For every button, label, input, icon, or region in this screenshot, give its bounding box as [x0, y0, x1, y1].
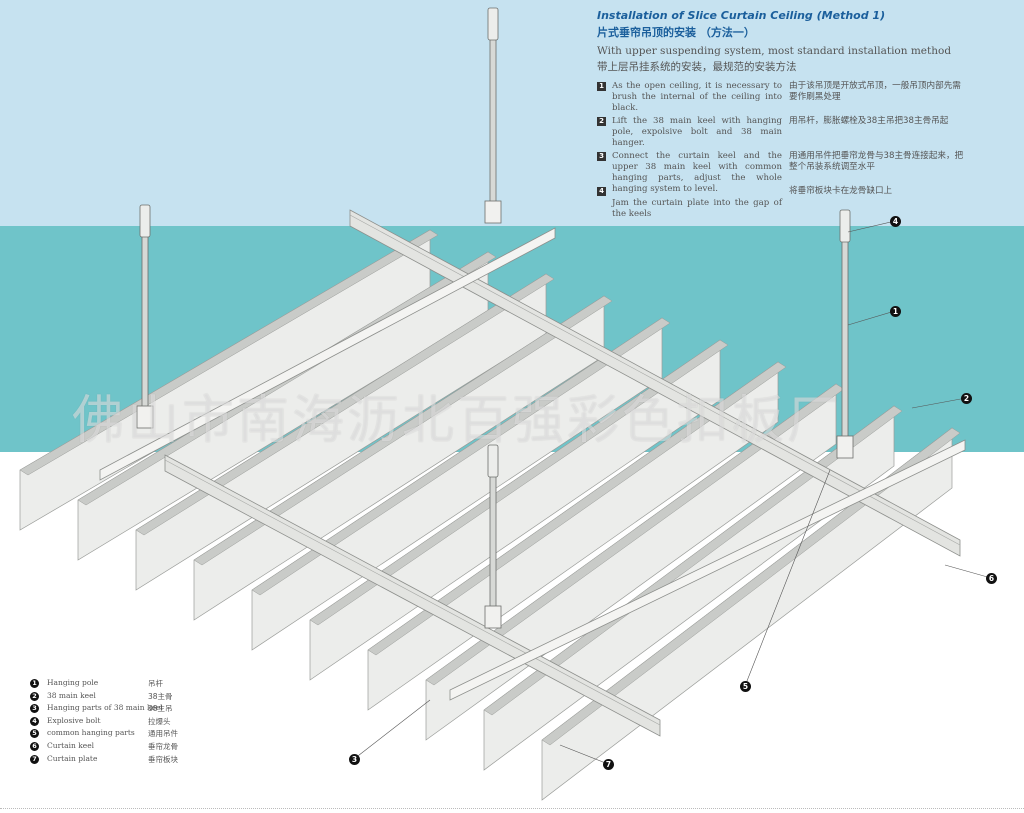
legend-label-chinese: 通用吊件 [148, 729, 178, 739]
step-number: 4 [597, 187, 606, 196]
legend-label-english: Hanging pole [47, 678, 99, 687]
hanging-pole [489, 474, 497, 611]
legend-number: 1 [30, 679, 39, 688]
step-text-english: Jam the curtain plate into the gap of th… [612, 198, 782, 219]
legend-label-english: Hanging parts of 38 main keel [47, 703, 163, 713]
legend-item: 7 Curtain plate 垂帘板块 [30, 753, 200, 766]
explosive-bolt [487, 444, 499, 478]
callout-leader [911, 397, 967, 409]
curtain-plate-edge [193, 295, 613, 566]
hanging-poles [136, 7, 854, 629]
step-text-chinese: 由于该吊顶是开放式吊顶，一般吊顶内部先需要作刷黑处理 [789, 81, 961, 102]
title-english: Installation of Slice Curtain Ceiling (M… [597, 9, 886, 22]
curtain-plate-edge [483, 405, 903, 716]
curtain-plate-edge [541, 427, 961, 746]
legend-number: 4 [30, 716, 39, 726]
keels [99, 209, 966, 737]
callout-hanging-pole: 1 [890, 306, 901, 317]
legend-label-english: common hanging parts [47, 728, 135, 738]
legend-number: 7 [30, 754, 39, 764]
step-number: 2 [597, 117, 606, 126]
main-keel-hanger [484, 605, 502, 629]
parts-legend: 1 Hanging pole 吊杆 2 38 main keel 38主骨 3 Hangi… [30, 677, 200, 765]
callout-leader [847, 310, 896, 326]
callout-explosive-bolt: 4 [890, 216, 901, 227]
legend-item: 2 38 main keel 38主骨 [30, 690, 200, 703]
step-1: 1 As the open ceiling, it is necessary t… [597, 81, 972, 113]
hanging-pole [489, 37, 497, 206]
subtitle-english: With upper suspending system, most stand… [597, 45, 952, 57]
step-text-english: Lift the 38 main keel with hanging pole,… [612, 116, 782, 148]
step-text-chinese: 用通用吊件把垂帘龙骨与38主骨连接起来，把整个吊装系统调至水平 [789, 151, 964, 172]
callout-leader [559, 744, 609, 765]
legend-label-english: Curtain plate [47, 753, 98, 763]
step-3: 3 Connect the curtain keel and the upper… [597, 151, 972, 194]
legend-number: 5 [30, 729, 39, 739]
legend-label-chinese: 拉爆头 [148, 716, 171, 726]
legend-label-chinese: 吊杆 [148, 679, 163, 688]
step-text-chinese: 用吊杆，膨胀螺栓及38主吊把38主骨吊起 [789, 116, 949, 126]
curtain-plate-edge [19, 229, 439, 476]
explosive-bolt [839, 209, 851, 243]
legend-label-english: Curtain keel [47, 740, 95, 750]
curtain-plate-edge [251, 317, 671, 596]
curtain-keel [449, 439, 966, 701]
callout-leader [744, 469, 831, 687]
step-text-english: As the open ceiling, it is necessary to … [612, 81, 782, 113]
callout-leaders [353, 220, 992, 765]
step-text-chinese: 将垂帘板块卡在龙骨缺口上 [789, 186, 893, 196]
legend-label-chinese: 38主吊 [148, 704, 173, 714]
legend-item: 4 Explosive bolt 拉爆头 [30, 715, 200, 728]
legend-label-english: 38 main keel [47, 690, 96, 700]
background-sky [0, 0, 1024, 226]
callout-leader [944, 564, 992, 579]
main-keel-hanger [136, 405, 154, 429]
main-keel [164, 454, 661, 737]
legend-number: 3 [30, 704, 39, 714]
watermark-text: 佛山市南海沥北百强彩色扣板厂 [72, 391, 843, 451]
legend-label-chinese: 垂帘板块 [148, 754, 178, 764]
legend-item: 1 Hanging pole 吊杆 [30, 677, 200, 690]
callout-common-hanging-parts: 5 [740, 681, 751, 692]
curtain-plate-edge [309, 339, 729, 626]
callout-curtain-keel: 6 [986, 573, 997, 584]
curtain-plate-edge [367, 361, 787, 656]
legend-label-chinese: 垂帘龙骨 [148, 741, 178, 751]
callout-curtain-plate: 7 [603, 759, 614, 770]
callout-main-keel: 2 [961, 393, 972, 404]
main-keel-groove [349, 214, 961, 546]
legend-number: 6 [30, 741, 39, 751]
legend-item: 6 Curtain keel 垂帘龙骨 [30, 740, 200, 753]
step-number: 3 [597, 152, 606, 161]
explosive-bolt [139, 204, 151, 238]
legend-label-english: Explosive bolt [47, 715, 101, 725]
callout-leader [847, 220, 896, 233]
legend-item: 5 common hanging parts 通用吊件 [30, 727, 200, 740]
step-4: 4 Jam the curtain plate into the gap of … [597, 186, 972, 222]
main-keel [349, 209, 961, 557]
subtitle-chinese: 带上层吊挂系统的安装，最规范的安装方法 [597, 61, 797, 73]
callout-main-keel-hanger: 3 [349, 754, 360, 765]
title-chinese: 片式垂帘吊顶的安装 （方法一） [597, 26, 755, 39]
curtain-keel [99, 227, 556, 481]
hanging-pole [841, 239, 849, 441]
legend-number: 2 [30, 691, 39, 701]
main-keel-groove [164, 459, 661, 726]
main-keel-hanger [484, 200, 502, 224]
step-number: 1 [597, 82, 606, 91]
explosive-bolt [487, 7, 499, 41]
step-text-english: Connect the curtain keel and the upper 3… [612, 151, 782, 194]
legend-label-chinese: 38主骨 [148, 691, 173, 701]
main-keel-hanger [836, 435, 854, 459]
callout-leader [353, 699, 431, 760]
bottom-divider [0, 808, 1024, 809]
step-2: 2 Lift the 38 main keel with hanging pol… [597, 116, 972, 148]
curtain-plate-edge [135, 273, 555, 536]
